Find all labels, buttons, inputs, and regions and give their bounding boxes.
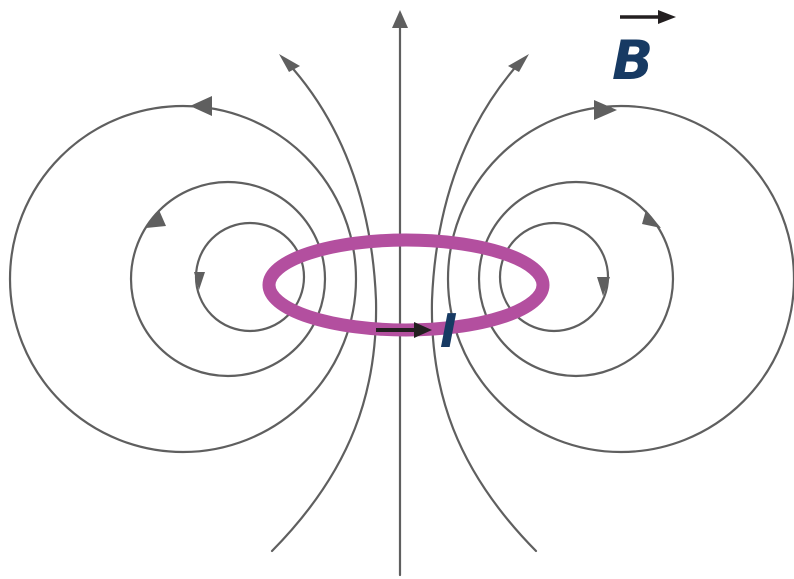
field-loop-left-middle — [129, 180, 327, 378]
arrowhead-right-outer — [594, 100, 617, 120]
arrowhead-right-open — [508, 54, 529, 72]
arrowhead-left-middle — [146, 210, 166, 228]
field-loop-right-middle — [477, 180, 675, 378]
field-line-right-open — [430, 60, 538, 553]
arrowhead-right-inner — [597, 277, 610, 296]
field-lines — [8, 10, 794, 577]
current-loop — [262, 233, 550, 337]
arrowhead-left-outer — [190, 96, 212, 116]
arrowhead-right-middle — [642, 210, 661, 228]
current-arrow — [376, 322, 432, 338]
arrowhead-left-open — [279, 54, 300, 72]
axis-arrowhead — [392, 10, 408, 28]
field-vector-arrow — [620, 10, 676, 24]
field-loop-left-outer — [8, 104, 358, 454]
field-symbol: B — [612, 29, 653, 92]
arrowhead-left-inner — [194, 272, 205, 290]
current-symbol: I — [440, 304, 457, 358]
field-loop-right-outer — [446, 104, 794, 454]
field-line-left-open — [270, 60, 378, 553]
